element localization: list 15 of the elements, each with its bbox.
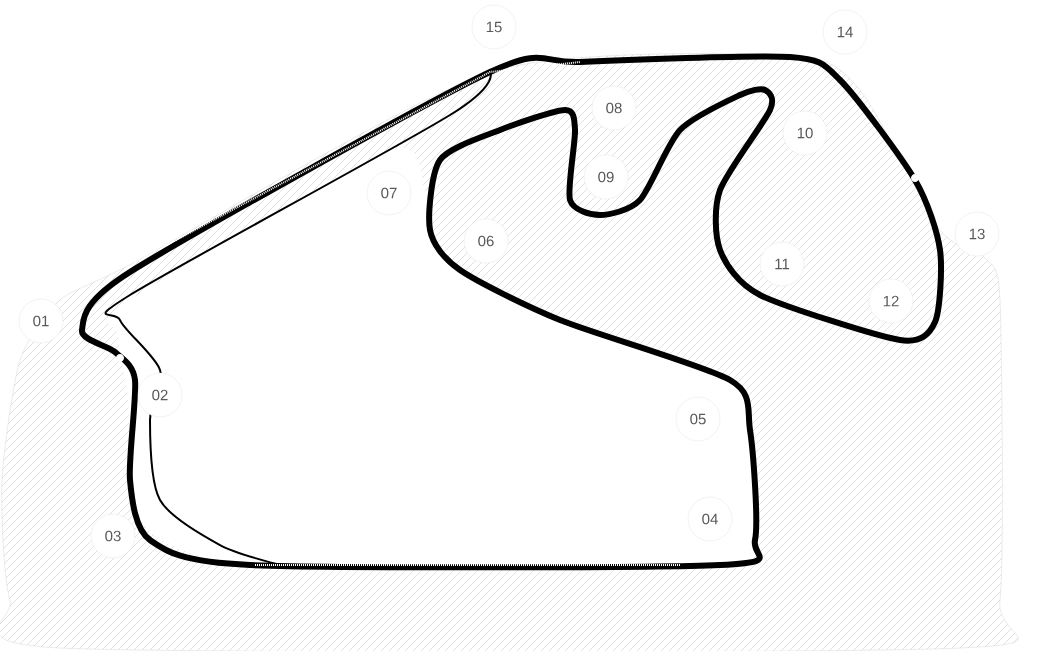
turn-number: 11 [759,241,805,287]
turn-number: 09 [583,154,629,200]
turn-number: 03 [90,513,136,559]
turn-number: 07 [366,170,412,216]
turn-number: 04 [687,496,733,542]
turn-number: 06 [463,218,509,264]
turn-number: 13 [954,211,1000,257]
turn-number: 10 [782,110,828,156]
turn-number: 08 [591,85,637,131]
turn-number: 14 [822,9,868,55]
turn-number: 15 [471,4,517,50]
turn-number: 05 [675,396,721,442]
turn-number: 12 [868,278,914,324]
turn-number: 01 [18,298,64,344]
turn-number: 02 [137,372,183,418]
